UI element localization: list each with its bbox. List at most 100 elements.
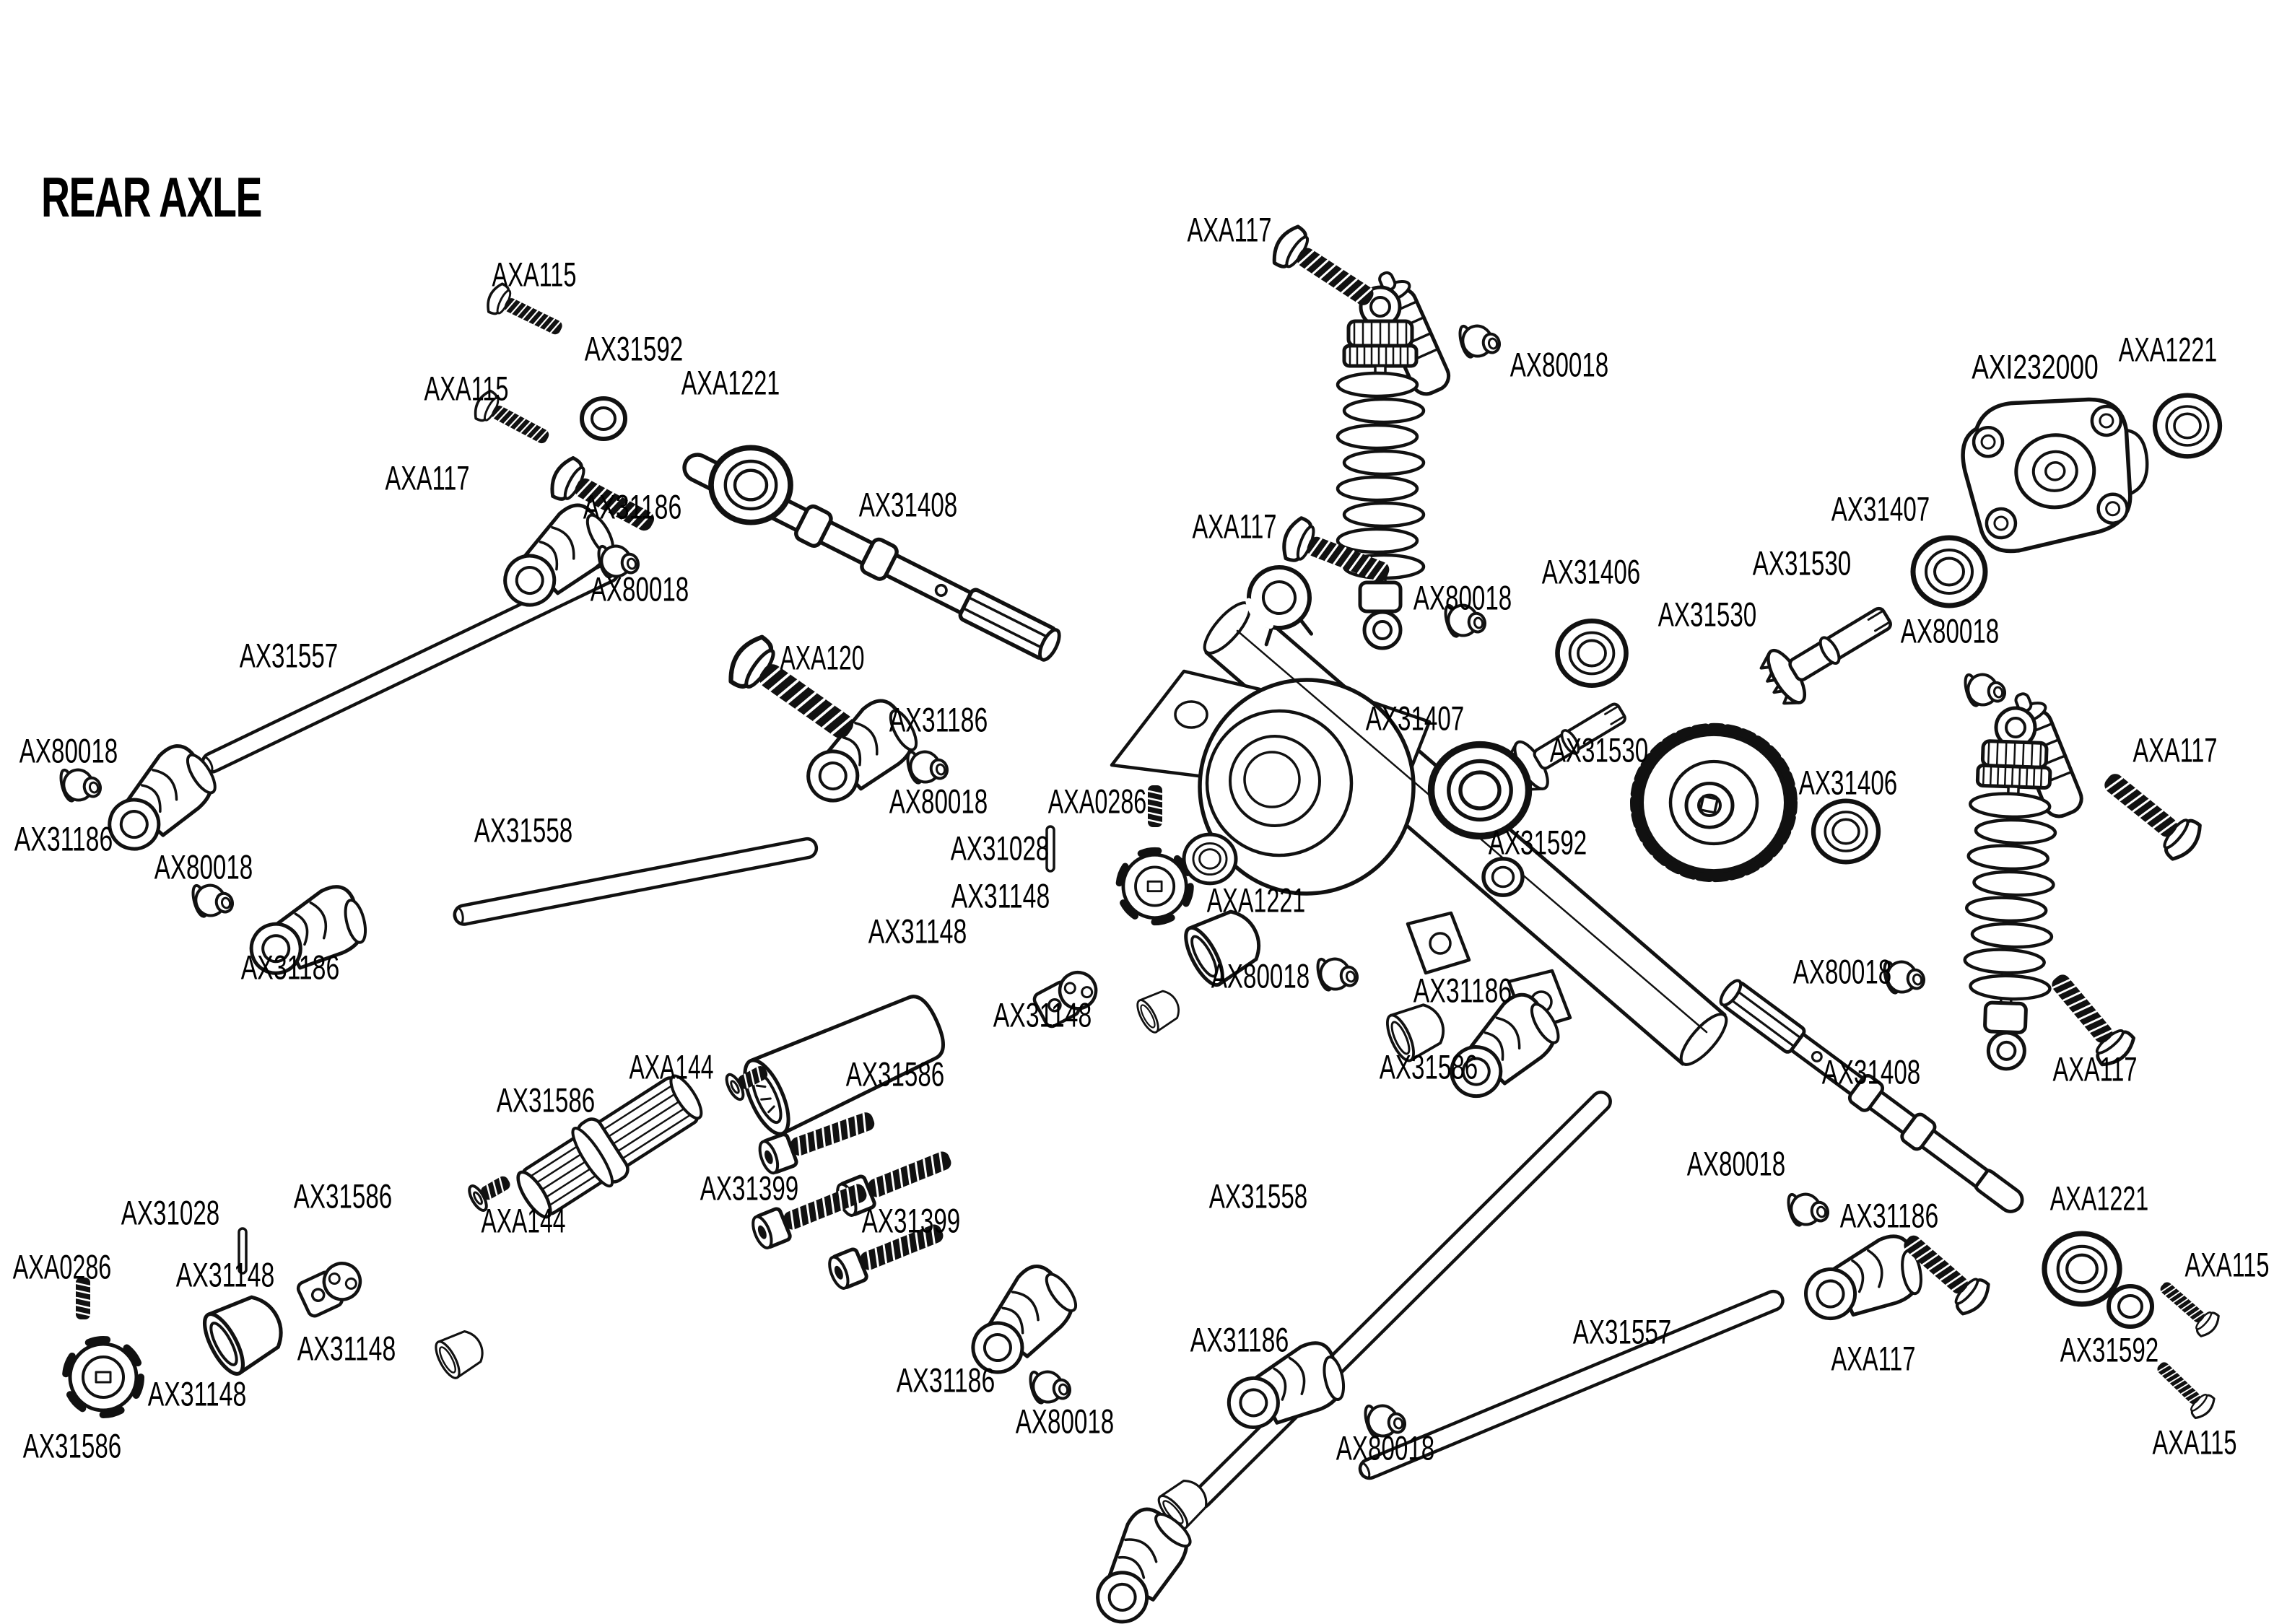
part-label-axa117: AXA117 — [2133, 731, 2218, 769]
part-label-ax31148: AX31148 — [176, 1256, 275, 1294]
part-driveshaft — [1716, 977, 2029, 1220]
part-label-axa1221: AXA1221 — [2050, 1179, 2149, 1218]
part-label-axa0286: AXA0286 — [1048, 782, 1147, 821]
part-label-axa0286: AXA0286 — [13, 1248, 112, 1286]
part-label-ax80018: AX80018 — [1901, 612, 2000, 650]
part-label-ax31407: AX31407 — [1366, 699, 1465, 738]
part-label-ax31586: AX31586 — [23, 1427, 122, 1465]
part-button-screw — [2152, 1273, 2223, 1341]
part-button-screw — [2149, 1353, 2219, 1423]
part-label-ax31186: AX31186 — [14, 820, 113, 858]
part-label-ax31186: AX31186 — [1190, 1321, 1289, 1359]
part-slotted-cup — [66, 1340, 141, 1415]
part-cup — [430, 1324, 491, 1383]
part-cup — [1132, 984, 1186, 1036]
part-bearing — [1913, 538, 1985, 606]
part-label-ax80018: AX80018 — [1016, 1402, 1115, 1441]
part-label-ax31586: AX31586 — [294, 1177, 393, 1215]
part-pinion-gear — [1755, 591, 1901, 712]
part-bushing — [1026, 1362, 1073, 1407]
diagram-title: REAR AXLE — [41, 165, 261, 229]
part-washer — [582, 398, 625, 439]
part-button-screw — [1268, 222, 1382, 318]
part-label-ax31406: AX31406 — [1542, 553, 1641, 591]
part-bushing — [1784, 1184, 1831, 1230]
part-label-ax31408: AX31408 — [1822, 1053, 1921, 1091]
part-slotted-cup — [1119, 851, 1190, 922]
part-label-ax31592: AX31592 — [1489, 824, 1587, 862]
part-bearing — [1432, 745, 1529, 837]
part-label-ax31407: AX31407 — [1831, 490, 1930, 528]
part-diff-cover — [1958, 390, 2155, 555]
part-label-ax31586: AX31586 — [497, 1081, 596, 1119]
part-label-ax31148: AX31148 — [868, 912, 967, 951]
part-label-axa1221: AXA1221 — [2119, 331, 2218, 369]
part-bearing — [1184, 834, 1236, 883]
part-label-ax31186: AX31186 — [241, 948, 340, 987]
part-label-axa115: AXA115 — [424, 370, 509, 408]
part-bearing — [2044, 1234, 2120, 1304]
part-label-ax80018: AX80018 — [19, 732, 118, 770]
part-label-ax31406: AX31406 — [1799, 764, 1898, 802]
part-label-ax31558: AX31558 — [1209, 1177, 1308, 1215]
part-washer — [1484, 859, 1522, 895]
part-label-ax31186: AX31186 — [889, 701, 988, 739]
part-label-ax80018: AX80018 — [889, 782, 988, 821]
part-label-ax80018: AX80018 — [1687, 1145, 1786, 1183]
part-label-axa117: AXA117 — [385, 459, 470, 497]
part-label-ax31148: AX31148 — [297, 1330, 396, 1368]
part-label-axa115: AXA115 — [2153, 1423, 2237, 1462]
part-washer — [2109, 1286, 2152, 1327]
part-bearing — [2155, 396, 2220, 457]
part-shock — [1961, 685, 2090, 1071]
part-label-axi232000: AXI232000 — [1972, 348, 2099, 386]
part-label-ax80018: AX80018 — [1793, 953, 1892, 991]
part-ring-gear — [1636, 728, 1792, 876]
part-cup — [197, 1287, 292, 1379]
part-label-ax31186: AX31186 — [583, 488, 682, 526]
part-set-screw — [1146, 784, 1164, 829]
part-label-ax31148: AX31148 — [951, 877, 1050, 915]
part-label-ax31592: AX31592 — [585, 330, 684, 368]
part-label-ax80018: AX80018 — [1336, 1429, 1435, 1467]
part-label-ax31028: AX31028 — [121, 1194, 220, 1232]
part-label-ax31148: AX31148 — [148, 1375, 247, 1413]
part-label-ax31586: AX31586 — [846, 1055, 945, 1093]
part-label-ax80018: AX80018 — [1211, 957, 1310, 995]
part-label-axa115: AXA115 — [2185, 1246, 2270, 1284]
part-bushing — [1961, 665, 2008, 710]
part-bushing — [1313, 949, 1361, 995]
part-label-ax31186: AX31186 — [897, 1361, 996, 1400]
part-bearing — [711, 448, 790, 522]
part-label-ax31592: AX31592 — [2060, 1331, 2159, 1369]
part-label-ax31028: AX31028 — [951, 829, 1050, 868]
part-bearing — [1813, 801, 1878, 863]
parts-layer — [56, 222, 2223, 1624]
part-label-ax80018: AX80018 — [1413, 579, 1512, 617]
part-label-ax31530: AX31530 — [1753, 544, 1852, 582]
part-bearing — [1558, 621, 1626, 685]
part-label-axa1221: AXA1221 — [681, 364, 780, 402]
part-label-ax31558: AX31558 — [474, 811, 573, 850]
part-label-axa144: AXA144 — [482, 1202, 566, 1240]
part-label-ax31408: AX31408 — [859, 486, 958, 524]
part-rod — [453, 837, 819, 926]
part-rod — [1358, 1289, 1785, 1480]
part-label-ax80018: AX80018 — [1510, 346, 1609, 384]
part-label-ax80018: AX80018 — [591, 570, 689, 608]
part-button-screw — [2094, 761, 2206, 864]
part-label-ax80018: AX80018 — [154, 848, 253, 886]
part-label-ax31399: AX31399 — [862, 1202, 961, 1240]
part-label-axa144: AXA144 — [630, 1048, 714, 1086]
part-label-axa117: AXA117 — [1188, 211, 1272, 249]
part-label-ax31530: AX31530 — [1658, 595, 1757, 634]
part-label-axa117: AXA117 — [1831, 1340, 1916, 1378]
part-label-axa120: AXA120 — [780, 639, 865, 677]
part-label-ax31557: AX31557 — [1573, 1313, 1672, 1351]
part-u-joint — [295, 1257, 367, 1318]
part-label-ax31148: AX31148 — [993, 996, 1092, 1034]
part-label-axa117: AXA117 — [2053, 1050, 2138, 1088]
